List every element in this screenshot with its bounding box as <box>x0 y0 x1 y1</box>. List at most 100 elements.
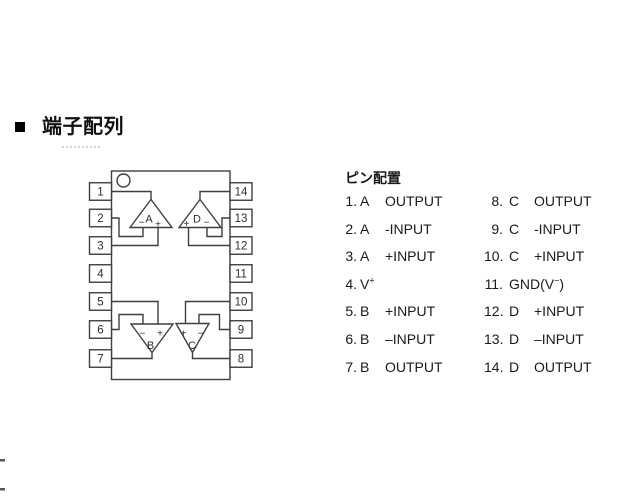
pin-number: 9 <box>238 325 244 337</box>
pin-signal: +INPUT <box>534 248 585 265</box>
wire-pin3-a-plus <box>111 227 159 247</box>
pin-number: 3 <box>97 241 103 253</box>
pinlist-row: 12. D +INPUT <box>484 298 592 326</box>
pin-name: B <box>360 303 370 320</box>
pin-number-label: 11. <box>484 275 503 292</box>
pinlist-row: 11. GND(V−) <box>484 271 592 299</box>
pin-number-label: 4. <box>345 275 357 292</box>
pin-number: 2 <box>97 213 103 225</box>
pin-number: 4 <box>97 269 104 281</box>
pin7-box <box>88 349 113 368</box>
opamp-d-label: D <box>193 214 201 226</box>
pin-number-label: 14. <box>484 358 504 375</box>
pinlist-row: 10. C +INPUT <box>484 243 592 271</box>
scan-artifact-mark <box>0 459 5 462</box>
pin14-box <box>229 182 253 201</box>
opamp-b-plus-sign: + <box>157 329 163 340</box>
pin-name: V+ <box>360 275 375 292</box>
pinlist-row: 1. A OUTPUT <box>345 188 443 216</box>
pin-signal: -INPUT <box>385 220 432 237</box>
pin11-box <box>229 264 253 283</box>
pin-number-label: 3. <box>345 248 357 265</box>
pin-number: 11 <box>235 269 247 281</box>
opamp-b-triangle <box>129 323 175 354</box>
pin12-box <box>229 236 253 255</box>
pin-name: A <box>360 193 370 209</box>
pin-name: A <box>360 248 370 265</box>
pin2-box <box>88 208 113 228</box>
pin-signal: +INPUT <box>385 248 436 265</box>
pinlist-row: 8. C OUTPUT <box>484 188 592 216</box>
wire-pin13-d-minus <box>206 217 230 238</box>
section-bullet-icon <box>15 122 25 132</box>
pinlist-row: 6. B –INPUT <box>345 326 443 354</box>
wire-pin1-a-output <box>111 190 152 200</box>
pin-number-label: 9. <box>491 220 503 237</box>
pin-number-label: 12. <box>484 303 504 320</box>
pin10-box <box>229 292 253 311</box>
wire-pin8-c-output <box>191 352 230 360</box>
pin-signal: –INPUT <box>385 330 435 347</box>
opamp-b-minus-sign: − <box>140 329 146 340</box>
wire-pin12-d-plus <box>187 227 230 247</box>
pin-name: C <box>509 220 520 237</box>
pin13-box <box>229 208 253 228</box>
scan-artifact-dots <box>62 146 100 148</box>
wire-pin2-a-minus <box>111 217 144 238</box>
pin-number: 14 <box>235 187 248 199</box>
scan-artifact-mark <box>0 488 5 491</box>
pin1-indicator-circle <box>116 173 131 188</box>
pinlist-row: 7. B OUTPUT <box>345 354 443 382</box>
pin1-box <box>88 182 113 201</box>
pin4-box <box>88 264 113 283</box>
pin-number: 10 <box>235 297 248 309</box>
opamp-b-label: B <box>147 340 154 352</box>
pinlist-row: 4. V+ <box>345 271 443 299</box>
pin-number: 6 <box>97 325 103 337</box>
pin-name: C <box>509 193 520 209</box>
pin-number: 5 <box>97 297 103 309</box>
pin-number-label: 2. <box>345 220 357 237</box>
pinlist-row: 5. B +INPUT <box>345 298 443 326</box>
pin-signal: OUTPUT <box>534 358 592 375</box>
pin-number-label: 6. <box>345 330 357 347</box>
pin-name: D <box>509 358 520 375</box>
pin-name: A <box>360 220 370 237</box>
wire-pin5-b-plus <box>111 300 159 324</box>
pin-signal: +INPUT <box>385 303 436 320</box>
pin-number: 8 <box>238 354 244 366</box>
pin-name: B <box>360 330 370 347</box>
pin8-box <box>229 349 253 368</box>
pin-name: B <box>360 358 370 375</box>
pin-name: GND(V−) <box>509 275 565 292</box>
pin-signal: –INPUT <box>534 330 584 347</box>
pinlist-row: 14. D OUTPUT <box>484 354 592 382</box>
pin-signal: OUTPUT <box>385 193 443 209</box>
pinlist-right-column: 8. C OUTPUT 9. C -INPUT 10. C +INPUT 11.… <box>484 188 592 381</box>
opamp-d-plus-sign: + <box>184 219 190 230</box>
pin9-box <box>229 320 253 339</box>
pin-number: 1 <box>97 187 103 199</box>
pin-number-label: 8. <box>491 193 503 209</box>
pin-number-label: 1. <box>345 193 357 209</box>
opamp-a-triangle <box>128 198 174 229</box>
pin-number-label: 13. <box>484 330 504 347</box>
wire-pin9-c-minus <box>198 313 230 331</box>
opamp-c-label: C <box>188 340 196 352</box>
pin-number: 12 <box>235 241 248 253</box>
wire-pin14-d-output <box>199 190 230 200</box>
pinlist-row: 13. D –INPUT <box>484 326 592 354</box>
opamp-c-minus-sign: − <box>198 329 204 340</box>
pin-name: D <box>509 303 520 320</box>
pin-number-label: 10. <box>484 248 504 265</box>
pin5-box <box>88 292 113 311</box>
pinlist-row: 2. A -INPUT <box>345 216 443 244</box>
pin-signal: OUTPUT <box>385 358 443 375</box>
pin-number: 13 <box>235 213 248 225</box>
pin-signal: OUTPUT <box>534 193 592 209</box>
pinlist-left-column: 1. A OUTPUT 2. A -INPUT 3. A +INPUT 4. V… <box>345 188 443 382</box>
pin-signal: -INPUT <box>534 220 581 237</box>
opamp-a-plus-sign: + <box>155 220 161 231</box>
wire-pin7-b-output <box>111 352 153 360</box>
